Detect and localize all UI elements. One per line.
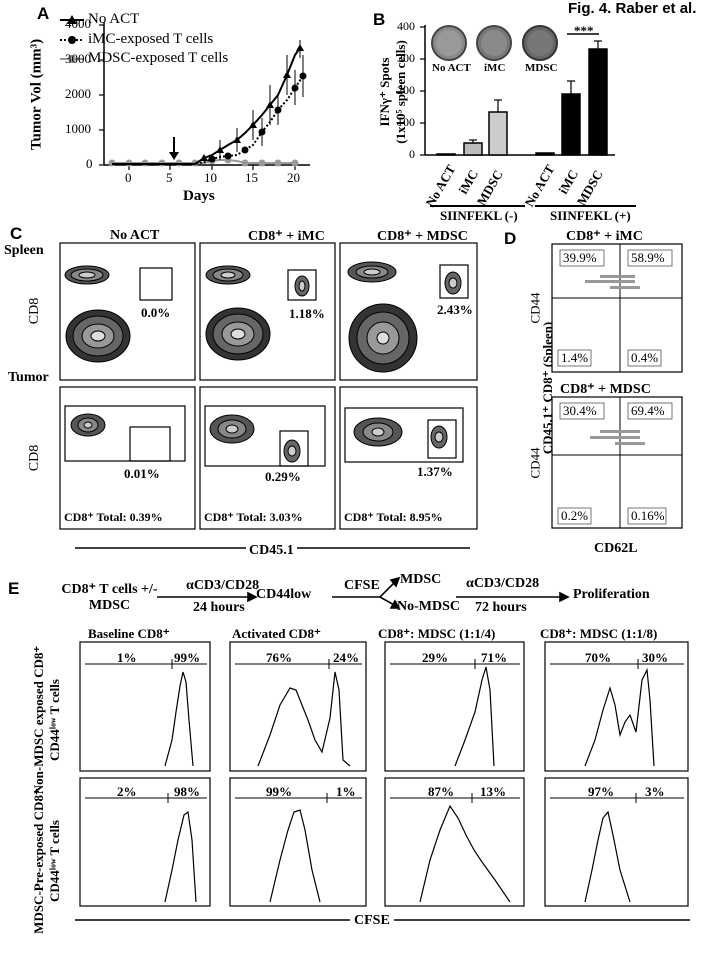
c-tumor-total-0: CD8⁺ Total: 0.39% bbox=[64, 510, 163, 524]
c-row-title-0: Spleen bbox=[4, 243, 44, 258]
panel-label-d: D bbox=[504, 229, 517, 248]
c-tumor-pct-0: 0.01% bbox=[124, 466, 160, 481]
b-well-label-2: MDSC bbox=[525, 62, 558, 74]
e-top-pct-2-r: 71% bbox=[481, 650, 507, 665]
e-xlabel: CFSE bbox=[350, 913, 394, 929]
d-top-q-lr: 0.4% bbox=[631, 350, 659, 365]
e-bottom-pct-1-l: 99% bbox=[266, 784, 292, 799]
e-top-pct-2-l: 29% bbox=[422, 650, 448, 665]
b-well-label-1: iMC bbox=[484, 62, 506, 74]
panel-d-plots bbox=[551, 243, 683, 529]
b-group-label-0: SIINFEKL (-) bbox=[440, 208, 518, 223]
d-bottom-q-ul: 30.4% bbox=[563, 403, 597, 418]
e-top-pct-3-l: 70% bbox=[585, 650, 611, 665]
e-bottom-pct-1-r: 1% bbox=[336, 784, 356, 799]
panel-label-a: A bbox=[37, 4, 50, 23]
a-xtick-4: 20 bbox=[287, 170, 300, 185]
b-ytick-2: 200 bbox=[397, 83, 415, 97]
a-xtick-2: 10 bbox=[204, 170, 217, 185]
a-ytick-2: 2000 bbox=[65, 86, 91, 101]
e-bottom-pct-3-l: 97% bbox=[588, 784, 614, 799]
b-significance: *** bbox=[574, 23, 594, 38]
panel-label-c: C bbox=[10, 224, 23, 243]
e-flow-branch-top: MDSC bbox=[400, 572, 442, 587]
a-ytick-3: 3000 bbox=[65, 51, 91, 66]
d-xlabel: CD62L bbox=[594, 541, 638, 556]
b-ytick-3: 300 bbox=[397, 51, 415, 65]
legend-no-act: No ACT bbox=[88, 11, 140, 27]
panel-label-e: E bbox=[8, 579, 20, 598]
c-col-title-0: No ACT bbox=[110, 228, 160, 243]
e-bottom-pct-0-l: 2% bbox=[117, 784, 137, 799]
d-bottom-q-lr: 0.16% bbox=[631, 508, 665, 523]
c-tumor-total-1: CD8⁺ Total: 3.03% bbox=[204, 510, 303, 524]
e-bottom-pct-0-r: 98% bbox=[174, 784, 200, 799]
e-top-pct-0-l: 1% bbox=[117, 650, 137, 665]
e-col-title-1: Activated CD8⁺ bbox=[232, 626, 321, 641]
c-tumor-total-2: CD8⁺ Total: 8.95% bbox=[344, 510, 443, 524]
panel-c-plots bbox=[59, 242, 478, 549]
e-flow-step2-bottom: 72 hours bbox=[475, 600, 527, 615]
e-top-pct-3-r: 30% bbox=[642, 650, 668, 665]
e-flow-end: Proliferation bbox=[573, 587, 650, 602]
a-ytick-1: 1000 bbox=[65, 121, 91, 136]
e-top-pct-0-r: 99% bbox=[174, 650, 200, 665]
c-col-title-1: CD8⁺ + iMC bbox=[248, 229, 325, 244]
e-flow-branch-bottom: No-MDSC bbox=[397, 599, 460, 614]
c-tumor-pct-2: 1.37% bbox=[417, 464, 453, 479]
e-col-title-0: Baseline CD8⁺ bbox=[88, 626, 170, 641]
a-xtick-3: 15 bbox=[245, 170, 258, 185]
e-col-title-2: CD8⁺: MDSC (1:1/4) bbox=[378, 626, 496, 641]
panel-e-histograms bbox=[75, 641, 690, 921]
b-ytick-4: 400 bbox=[397, 19, 415, 33]
a-xtick-1: 5 bbox=[166, 170, 173, 185]
b-well-label-0: No ACT bbox=[432, 62, 471, 74]
legend-imc: iMC-exposed T cells bbox=[88, 31, 214, 47]
d-top-q-ur: 58.9% bbox=[631, 250, 665, 265]
panel-a-chart bbox=[60, 15, 310, 170]
e-bottom-pct-3-r: 3% bbox=[645, 784, 665, 799]
figure-title: Fig. 4. Raber et al. bbox=[568, 0, 697, 17]
c-tumor-pct-1: 0.29% bbox=[265, 469, 301, 484]
panel-e-flow-arrows bbox=[157, 576, 570, 609]
d-top-title: CD8⁺ + iMC bbox=[566, 229, 643, 244]
panel-a-xlabel: Days bbox=[183, 188, 215, 204]
a-ytick-4: 4000 bbox=[65, 16, 91, 31]
e-bottom-pct-2-r: 13% bbox=[480, 784, 506, 799]
e-flow-step1-top: αCD3/CD28 bbox=[186, 578, 260, 593]
e-flow-step2-top: αCD3/CD28 bbox=[466, 576, 540, 591]
d-top-q-ll: 1.4% bbox=[561, 350, 589, 365]
c-spleen-pct-1: 1.18% bbox=[289, 306, 325, 321]
c-xlabel: CD45.1 bbox=[246, 543, 297, 559]
panel-b-chart bbox=[420, 25, 636, 207]
d-bottom-q-ll: 0.2% bbox=[561, 508, 589, 523]
e-col-title-3: CD8⁺: MDSC (1:1/8) bbox=[540, 626, 658, 641]
c-spleen-pct-2: 2.43% bbox=[437, 302, 473, 317]
e-flow-node: CD44low bbox=[256, 587, 312, 602]
legend-mdsc: MDSC-exposed T cells bbox=[88, 50, 229, 66]
e-flow-start: CD8⁺ T cells +/- MDSC bbox=[61, 582, 158, 613]
b-ytick-0: 0 bbox=[409, 147, 415, 161]
e-top-pct-1-l: 76% bbox=[266, 650, 292, 665]
d-top-q-ul: 39.9% bbox=[563, 250, 597, 265]
c-col-title-2: CD8⁺ + MDSC bbox=[377, 229, 468, 244]
a-xtick-0: 0 bbox=[125, 170, 132, 185]
c-spleen-pct-0: 0.0% bbox=[141, 305, 171, 320]
e-flow-step1-bottom: 24 hours bbox=[193, 600, 245, 615]
panel-label-b: B bbox=[373, 10, 386, 29]
e-bottom-pct-2-l: 87% bbox=[428, 784, 454, 799]
e-flow-cfse: CFSE bbox=[344, 578, 380, 593]
b-group-label-1: SIINFEKL (+) bbox=[550, 208, 631, 223]
d-bottom-q-ur: 69.4% bbox=[631, 403, 665, 418]
c-row-title-1: Tumor bbox=[8, 370, 49, 385]
a-ytick-0: 0 bbox=[86, 156, 93, 171]
b-ytick-1: 100 bbox=[397, 115, 415, 129]
d-bottom-title: CD8⁺ + MDSC bbox=[560, 382, 651, 397]
e-top-pct-1-r: 24% bbox=[333, 650, 359, 665]
